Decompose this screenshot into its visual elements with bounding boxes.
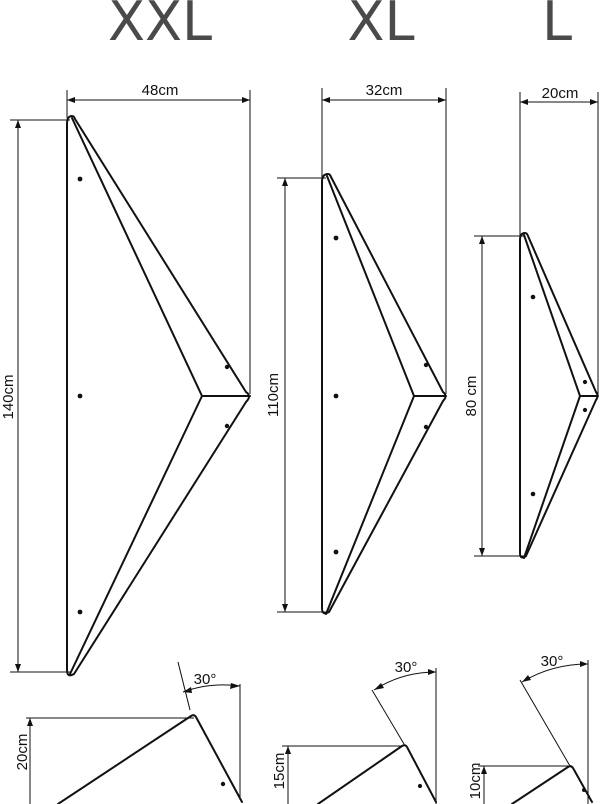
l-screw-hole-bottom: [530, 491, 536, 497]
title-xxl: XXL: [108, 0, 212, 53]
l-depth-label: 10cm: [467, 763, 484, 800]
xxl-screw-hole-top: [77, 176, 83, 182]
xl-front-view: 32cm 110cm: [265, 82, 447, 615]
xl-shelf-hole-lower: [423, 424, 429, 430]
l-side-hole: [582, 788, 586, 792]
xl-angle-label: 30°: [395, 659, 418, 676]
xxl-angle-arrow-right: [230, 683, 240, 689]
l-width-arrow-left: [520, 99, 528, 105]
xxl-height-arrow-top: [15, 120, 21, 128]
l-angle-arrow-right: [580, 661, 588, 667]
xl-angle-arrow-left: [374, 683, 384, 690]
l-side-view: 30° 10cm: [467, 653, 593, 804]
xl-side-hole: [417, 783, 423, 789]
xl-screw-hole-middle: [333, 393, 339, 399]
xl-screw-hole-bottom: [333, 549, 339, 555]
xxl-height-label: 140cm: [0, 374, 17, 419]
xl-depth-arrow-top: [285, 746, 291, 754]
xl-bracket-outline: [321, 173, 447, 615]
xxl-depth-arrow-top: [27, 718, 33, 726]
l-bracket-inner-fold: [523, 234, 599, 559]
l-shelf-hole-lower: [582, 407, 588, 413]
xxl-front-view: 48cm 140cm: [0, 82, 251, 677]
l-angle-label: 30°: [541, 653, 564, 670]
xl-shelf-hole-upper: [423, 362, 429, 368]
xxl-angle-arrow-left: [183, 687, 192, 693]
l-height-arrow-top: [479, 236, 485, 244]
xl-side-view: 30° 15cm: [271, 659, 437, 804]
xl-width-label: 32cm: [366, 82, 403, 99]
xxl-height-arrow-bottom: [15, 664, 21, 672]
l-front-view: 20cm 80 cm: [463, 85, 599, 559]
xxl-bracket-outline: [66, 115, 250, 677]
l-side-profile: [511, 765, 593, 804]
title-l: L: [542, 0, 572, 53]
xl-bracket-inner-fold: [325, 175, 447, 615]
l-shelf-hole-upper: [582, 379, 588, 385]
xxl-width-arrow-right: [242, 97, 250, 103]
title-xl: XL: [347, 0, 414, 53]
xxl-side-hole: [220, 781, 226, 787]
l-angle-arrow-left: [522, 675, 531, 682]
l-depth-arrow-top: [481, 766, 487, 774]
xl-height-arrow-bottom: [282, 604, 288, 612]
l-angle-ref-line-a: [519, 679, 571, 767]
xl-width-arrow-right: [438, 97, 446, 103]
l-width-label: 20cm: [542, 85, 579, 102]
xxl-screw-hole-bottom: [77, 609, 83, 615]
xl-angle-arrow-right: [428, 669, 436, 675]
xl-screw-hole-top: [333, 235, 339, 241]
l-height-label: 80 cm: [463, 376, 480, 417]
xxl-depth-label: 20cm: [14, 734, 31, 771]
xl-side-profile: [317, 744, 437, 804]
xl-depth-label: 15cm: [271, 753, 288, 790]
xxl-side-view: 30° 20cm: [14, 661, 243, 804]
xl-width-arrow-left: [322, 97, 330, 103]
xxl-bracket-inner-fold: [69, 117, 251, 675]
xxl-width-arrow-left: [67, 97, 75, 103]
l-screw-hole-top: [530, 294, 536, 300]
xxl-angle-ref-line-a: [177, 661, 191, 711]
xl-angle-ref-line-a: [371, 689, 405, 745]
l-bracket-outline: [519, 232, 599, 559]
xxl-side-profile: [57, 714, 243, 804]
l-height-arrow-bottom: [479, 548, 485, 556]
xl-height-label: 110cm: [265, 373, 282, 417]
xxl-width-label: 48cm: [142, 82, 179, 99]
xxl-shelf-hole-lower: [224, 423, 230, 429]
xxl-shelf-hole-upper: [224, 364, 230, 370]
xxl-angle-label: 30°: [194, 671, 217, 688]
xl-height-arrow-top: [282, 178, 288, 186]
l-width-arrow-right: [590, 99, 598, 105]
xxl-screw-hole-middle: [77, 393, 83, 399]
